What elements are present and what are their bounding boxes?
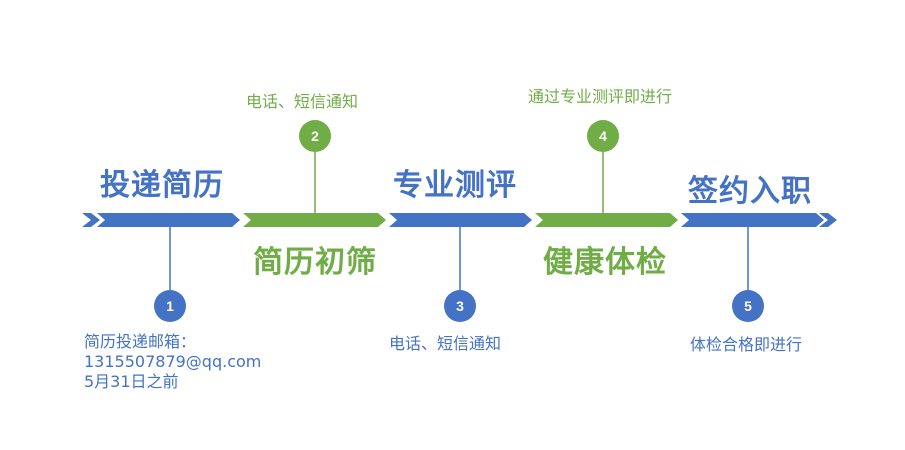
step-number-3: 3 <box>456 298 464 314</box>
step-circle-3 <box>444 290 476 322</box>
step-number-5: 5 <box>744 298 752 314</box>
step-note-1-line-2: 1315507879@qq.com <box>84 352 262 371</box>
timeline-segment-2 <box>243 213 386 227</box>
step-note-2: 电话、短信通知 <box>246 92 359 111</box>
step-number-2: 2 <box>311 128 319 144</box>
step-note-5: 体检合格即进行 <box>690 335 803 354</box>
stage-title-3: 专业测评 <box>393 168 517 203</box>
stage-title-2: 简历初筛 <box>253 245 377 280</box>
step-note-1-line-3: 5月31日之前 <box>84 372 179 391</box>
step-note-1-line-1: 简历投递邮箱： <box>84 332 197 351</box>
step-number-4: 4 <box>599 128 607 144</box>
step-number-1: 1 <box>166 298 174 314</box>
timeline-start-chevron <box>82 213 100 227</box>
step-note-1: 简历投递邮箱： 1315507879@qq.com 5月31日之前 <box>84 332 261 392</box>
timeline-segment-5 <box>681 213 824 227</box>
timeline-segment-4 <box>535 213 678 227</box>
timeline-end-chevron <box>819 213 837 227</box>
stage-title-4: 健康体检 <box>543 245 667 280</box>
timeline-segment-1 <box>97 213 240 227</box>
stage-title-1: 投递简历 <box>100 168 224 203</box>
stage-title-5: 签约入职 <box>688 174 812 209</box>
step-circle-4 <box>587 120 619 152</box>
step-circle-2 <box>299 120 331 152</box>
step-circle-1 <box>154 290 186 322</box>
step-circle-5 <box>732 290 764 322</box>
step-note-3: 电话、短信通知 <box>389 334 502 353</box>
timeline-segment-3 <box>389 213 532 227</box>
step-note-4: 通过专业测评即进行 <box>528 87 673 106</box>
